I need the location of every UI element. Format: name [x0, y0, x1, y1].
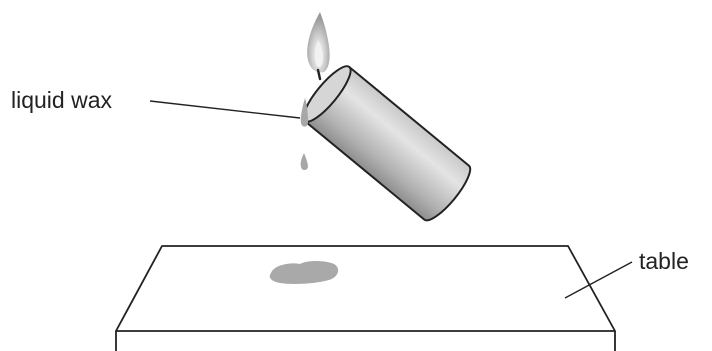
candle [302, 65, 472, 222]
table-top [115, 245, 616, 332]
wick [316, 68, 322, 81]
wax-drip [300, 98, 308, 127]
flame [307, 12, 330, 73]
table [115, 245, 616, 351]
table-label: table [639, 248, 689, 274]
liquid-wax-label: liquid wax [11, 87, 112, 113]
liquid-wax-drops [300, 98, 308, 170]
wax-drop [300, 153, 308, 170]
wax-leader-line [149, 100, 301, 119]
wax-puddle [269, 261, 339, 284]
table-leader-line [564, 261, 633, 299]
